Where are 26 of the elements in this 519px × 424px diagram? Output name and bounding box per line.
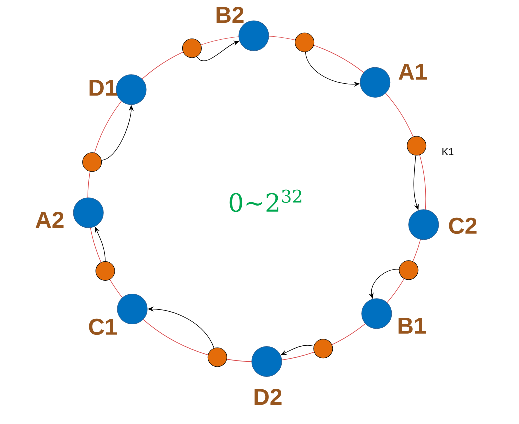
node-circle bbox=[408, 210, 440, 240]
range-label: 0~2$^{32}$ bbox=[230, 190, 302, 212]
node-label: A2 bbox=[36, 212, 64, 228]
key-dot bbox=[314, 339, 334, 359]
node-circle bbox=[73, 198, 104, 228]
key-dot bbox=[82, 152, 102, 172]
node-label: D1 bbox=[90, 80, 118, 96]
key-dot bbox=[208, 348, 228, 368]
node-label: B2 bbox=[216, 6, 244, 24]
node-circle bbox=[252, 346, 282, 377]
node-label: D2 bbox=[254, 388, 282, 406]
node-circle bbox=[117, 294, 148, 325]
key-dot bbox=[407, 136, 427, 156]
arrow bbox=[414, 155, 419, 210]
node-circle bbox=[116, 74, 147, 106]
key-label: K1 bbox=[442, 148, 454, 156]
key-dot bbox=[96, 262, 116, 281]
node-label: C2 bbox=[449, 218, 477, 234]
node-label: A1 bbox=[398, 64, 428, 80]
node-label: C1 bbox=[89, 318, 118, 336]
key-dot bbox=[399, 260, 419, 280]
node-circle bbox=[362, 298, 392, 330]
key-dot bbox=[182, 38, 202, 58]
node-circle bbox=[360, 67, 391, 98]
node-label: B1 bbox=[398, 318, 426, 334]
key-dot bbox=[295, 32, 315, 52]
